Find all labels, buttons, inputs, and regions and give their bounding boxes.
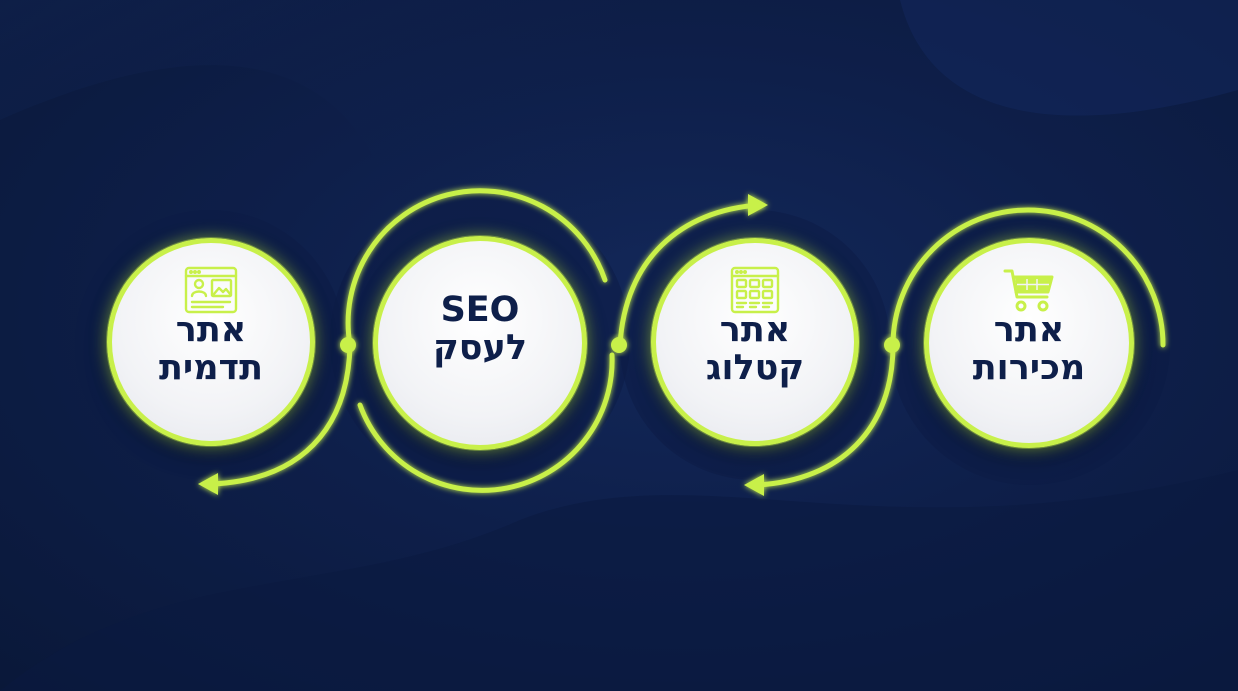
junction-dot [884,337,900,353]
node-title-line1: אתר [175,310,247,350]
shopping-cart-icon [999,269,1059,312]
arc-sales-to-catalog [755,342,896,488]
node-title-line1: SEO [440,290,520,330]
arrow-bottom-image [198,473,218,495]
arrow-top-right [748,194,768,216]
junction-dot [611,337,627,353]
node-title-line1: אתר [719,310,791,350]
node-title-line2: תדמית [158,348,264,388]
arc-seo-bottom [357,352,615,493]
node-sales-site: אתר מכירות [924,238,1134,448]
arc-sales [890,207,1166,348]
node-title-line2: לעסק [432,328,528,368]
arrow-bottom-catalog [744,474,764,496]
node-title-line1: אתר [993,310,1065,350]
arc-seo-top [345,188,608,348]
arc-catalog-top [617,202,763,348]
node-catalog-site: אתר קטלוג [651,238,859,446]
node-title-line2: קטלוג [705,348,805,388]
webpage-profile-icon [181,266,241,314]
node-title-line2: מכירות [972,348,1086,388]
node-image-site: אתר תדמית [107,238,315,446]
node-seo: SEO לעסק [373,236,587,450]
catalog-grid-icon [725,266,785,314]
junction-dot [340,337,356,353]
arc-seo-to-image [209,342,353,487]
